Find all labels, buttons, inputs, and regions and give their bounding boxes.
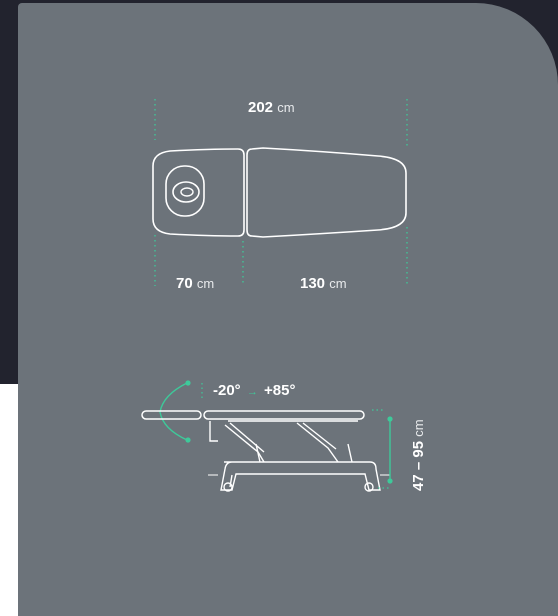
body-section-unit: cm xyxy=(329,276,347,291)
body-section-value: 130 xyxy=(300,275,326,292)
body-mattress-side xyxy=(203,410,365,420)
body-section-length-label: 130 cm xyxy=(300,276,347,291)
height-range-label: 47 – 95 cm xyxy=(410,419,427,491)
head-section-length-label: 70 cm xyxy=(176,276,214,291)
head-mattress-side xyxy=(141,410,202,420)
height-range-unit: cm xyxy=(411,419,426,437)
tilt-min-value: -20° xyxy=(213,382,241,399)
top-view xyxy=(152,99,408,286)
table-frame xyxy=(209,420,381,492)
total-length-value: 202 xyxy=(248,99,274,116)
head-section-outline xyxy=(152,148,245,237)
arrow-right-icon: → xyxy=(246,386,258,398)
table-diagram xyxy=(141,99,408,492)
head-section-value: 70 xyxy=(176,275,193,292)
total-length-unit: cm xyxy=(277,100,295,115)
head-tilt-indicator xyxy=(159,380,203,443)
dimensions-panel: 202 cm 70 cm 130 cm -20° → +85° 47 – 95 … xyxy=(18,3,558,616)
total-length-label: 202 cm xyxy=(248,100,295,115)
head-section-unit: cm xyxy=(196,276,215,291)
height-indicator xyxy=(372,409,393,489)
side-view xyxy=(141,380,393,492)
head-tilt-label: -20° → +85° xyxy=(213,383,295,398)
dimension-guides-top xyxy=(154,99,408,286)
body-section-outline xyxy=(246,147,407,238)
tilt-max-value: +85° xyxy=(264,382,296,399)
height-range-value: 47 – 95 xyxy=(410,440,427,491)
face-hole-icon xyxy=(165,165,205,217)
